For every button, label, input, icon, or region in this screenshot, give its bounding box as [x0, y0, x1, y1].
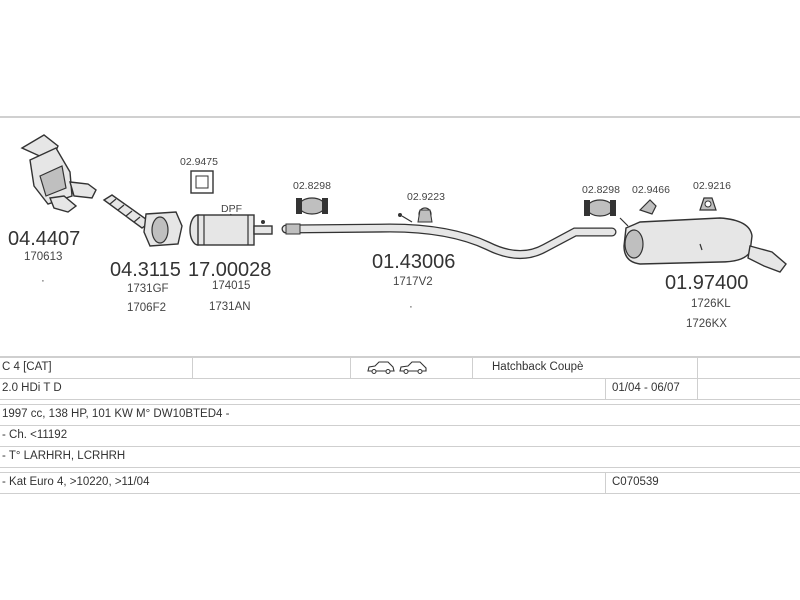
dpf-label: DPF: [221, 203, 242, 215]
rubber-mount-2-drawing: [638, 199, 657, 215]
catalyst-ref-2: 1706F2: [127, 302, 166, 314]
exhaust-diagram: 04.4407 170613 · 04.3115 1731GF 1706F2 0…: [0, 116, 800, 330]
gasket-number: 02.9475: [180, 156, 218, 168]
spec-row-chassis: - Ch. <11192: [0, 426, 800, 447]
spec-row-specs: 1997 cc, 138 HP, 101 KW M° DW10BTED4 -: [0, 404, 800, 426]
catalyst-number: 04.3115: [110, 259, 181, 281]
middle-pipe-number: 01.43006: [372, 251, 455, 273]
dot-marker: ·: [41, 275, 45, 287]
rear-silencer-ref-2: 1726KX: [686, 318, 727, 330]
rubber-mount-3-drawing: [699, 197, 717, 211]
vehicle-body-type: Hatchback Coupè: [492, 361, 584, 373]
clamp-2-number: 02.8298: [582, 184, 620, 196]
dpf-ref-1: 174015: [212, 280, 250, 292]
vehicle-engine: 2.0 HDi T D: [2, 382, 62, 394]
catalyst-ref-1: 1731GF: [127, 283, 169, 295]
rubber-mount-1-number: 02.9223: [407, 191, 445, 203]
vehicle-years: 01/04 - 06/07: [612, 382, 680, 394]
rubber-mount-1-drawing: [417, 207, 433, 223]
vehicle-type: - T° LARHRH, LCRHRH: [2, 450, 126, 462]
dpf-drawing: [189, 214, 273, 246]
vehicle-emission: - Kat Euro 4, >10220, >11/04: [2, 476, 150, 488]
gasket-drawing: [190, 170, 214, 194]
middle-pipe-ref: 1717V2: [393, 276, 433, 288]
vehicle-specs: 1997 cc, 138 HP, 101 KW M° DW10BTED4 -: [2, 408, 230, 420]
vehicle-code: C070539: [612, 476, 659, 488]
vehicle-chassis: - Ch. <11192: [2, 429, 68, 441]
vehicle-model: C 4 [CAT]: [2, 361, 52, 373]
dot-marker-2: ·: [409, 301, 413, 313]
middle-pipe-drawing: [281, 213, 617, 259]
dpf-ref-2: 1731AN: [209, 301, 251, 313]
car-coupe-icon: [398, 361, 428, 377]
front-catalyst-number: 04.4407: [8, 228, 80, 250]
front-catalyst-drawing: [20, 134, 97, 213]
front-catalyst-ref: 170613: [24, 251, 62, 263]
rubber-mount-2-number: 02.9466: [632, 184, 670, 196]
vehicle-spec-table: C 4 [CAT] Hatchback Coupè 2.0 HDi T D 01…: [0, 356, 800, 494]
spec-row-engine: 2.0 HDi T D 01/04 - 06/07: [0, 379, 800, 400]
clamp-2-drawing: [584, 199, 616, 217]
spec-row-emission: - Kat Euro 4, >10220, >11/04 C070539: [0, 472, 800, 494]
spec-row-model: C 4 [CAT] Hatchback Coupè: [0, 356, 800, 379]
rubber-mount-3-number: 02.9216: [693, 180, 731, 192]
rear-silencer-drawing: [619, 217, 787, 273]
catalyst-drawing: [102, 194, 183, 247]
rear-silencer-ref-1: 1726KL: [691, 298, 731, 310]
rear-silencer-number: 01.97400: [665, 272, 748, 294]
clamp-1-number: 02.8298: [293, 180, 331, 192]
spec-row-type: - T° LARHRH, LCRHRH: [0, 447, 800, 468]
car-hatchback-icon: [366, 361, 396, 377]
dpf-number: 17.00028: [188, 259, 271, 281]
clamp-1-drawing: [296, 197, 328, 215]
